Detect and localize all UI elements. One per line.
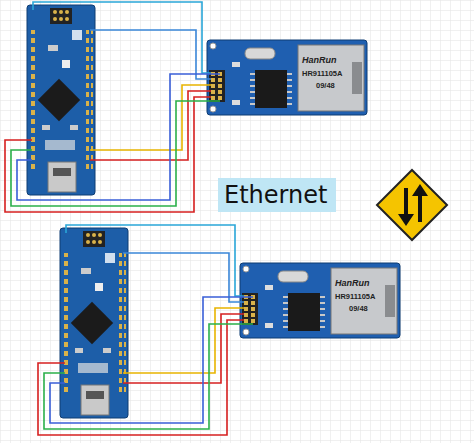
jack-marking: HR911105A — [335, 293, 375, 301]
title-box: Ethernet — [218, 178, 336, 212]
title-text: Ethernet — [224, 180, 330, 210]
jack-marking: HR911105A — [302, 70, 342, 78]
jack-marking: 09/48 — [316, 82, 335, 90]
two-way-sign — [377, 170, 447, 240]
jack-marking: HanRun — [302, 56, 337, 65]
jack-marking: 09/48 — [349, 305, 368, 313]
jack-marking: HanRun — [335, 279, 370, 288]
